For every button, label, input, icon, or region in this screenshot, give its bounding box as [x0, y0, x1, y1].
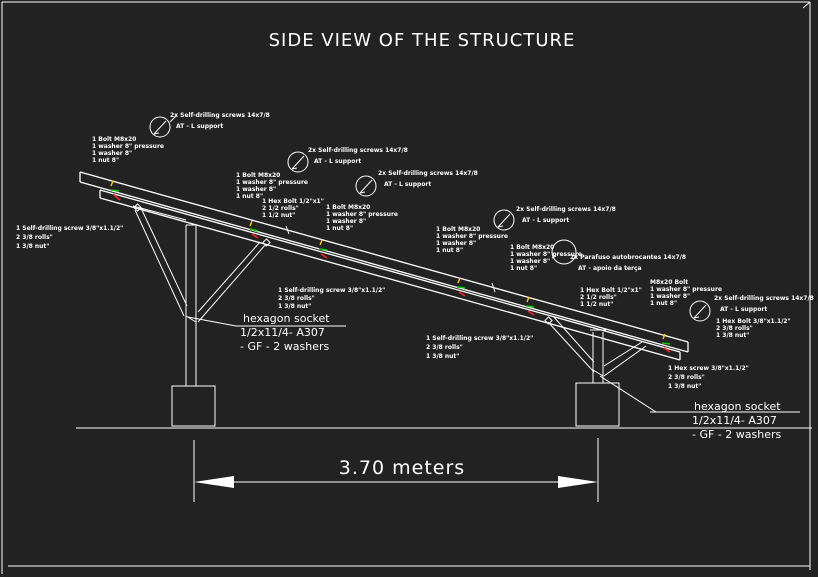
- note-line: 1 Bolt M8x20: [236, 172, 280, 179]
- note-line: 1 nut 8": [650, 300, 677, 307]
- note-line: 1 Bolt M8x20: [92, 136, 136, 143]
- note-line: 1 washer 8": [326, 218, 366, 225]
- callout-c5-line1: 2x Parafuso autobrocantes 14x7/8: [570, 254, 686, 261]
- note-line: 1/2x11/4- A307: [240, 326, 325, 339]
- dimension-line: [193, 438, 599, 502]
- note-line: 1 nut 8": [92, 157, 119, 164]
- note-line: 1 3/8 nut": [426, 353, 459, 360]
- callout-c2-line2: AT - L support: [314, 158, 361, 165]
- bolt-markers: [110, 180, 671, 353]
- note-line: 1 washer 8" pressure: [510, 251, 582, 258]
- callout-c4-line1: 2x Self-drilling screws 14x7/8: [516, 206, 616, 213]
- note-line: 1 1/2 nut": [580, 301, 613, 308]
- callout-c6-line2: AT - L support: [720, 306, 767, 313]
- note-line: M8x20 Bolt: [650, 279, 688, 286]
- note-line: 1 3/8 nut": [716, 332, 749, 339]
- note-line: 2 3/8 rolls": [668, 374, 705, 381]
- note-line: 1 Bolt M8x20: [326, 204, 370, 211]
- note-line: 1 washer 8": [510, 258, 550, 265]
- rails: [79, 171, 689, 361]
- note-line: 1/2x11/4- A307: [692, 414, 777, 427]
- callout-c1-line2: AT - L support: [176, 123, 223, 130]
- callout-c6-line1: 2x Self-drilling screws 14x7/8: [714, 295, 814, 302]
- callout-c3-line1: 2x Self-drilling screws 14x7/8: [378, 170, 478, 177]
- drawing-title: SIDE VIEW OF THE STRUCTURE: [269, 30, 576, 51]
- callout-c4-line2: AT - L support: [522, 217, 569, 224]
- note-line: 1 nut 8": [236, 193, 263, 200]
- front-post: [547, 315, 647, 427]
- screw-callout-c3: 2x Self-drilling screws 14x7/8 AT - L su…: [355, 170, 478, 197]
- screw-callout-c5: 2x Parafuso autobrocantes 14x7/8 AT - ap…: [551, 239, 686, 272]
- note-line: 1 nut 8": [326, 225, 353, 232]
- rear-post: [132, 205, 267, 427]
- note-line: 1 nut 8": [436, 247, 463, 254]
- note-line: - GF - 2 washers: [692, 428, 782, 441]
- note-line: 1 Hex Bolt 1/2"x1": [580, 287, 642, 294]
- screw-callout-c4: 2x Self-drilling screws 14x7/8 AT - L su…: [493, 206, 616, 231]
- note-line: 1 Hex screw 3/8"x1.1/2": [668, 365, 749, 372]
- note-line: 1 Self-drilling screw 3/8"x1.1/2": [16, 225, 123, 232]
- screw-callout-c2: 2x Self-drilling screws 14x7/8 AT - L su…: [287, 147, 408, 173]
- screw-note-s2: 1 Self-drilling screw 3/8"x1.1/2" 2 3/8 …: [278, 287, 385, 310]
- dimension-label: 3.70 meters: [339, 457, 465, 479]
- note-line: 1 3/8 nut": [278, 303, 311, 310]
- callout-c5-line2: AT - apoio da terça: [578, 265, 642, 272]
- callout-c1-line1: 2x Self-drilling screws 14x7/8: [170, 112, 270, 119]
- note-line: 1 washer 8" pressure: [326, 211, 398, 218]
- note-line: 1 Hex Bolt 1/2"x1": [262, 198, 324, 205]
- note-line: 1 3/8 nut": [16, 243, 49, 250]
- screw-note-s5: 1 Hex Bolt 3/8"x1.1/2" 2 3/8 rolls" 1 3/…: [716, 318, 791, 339]
- note-line: 1 3/8 nut": [668, 383, 701, 390]
- screw-note-s1: 1 Self-drilling screw 3/8"x1.1/2" 2 3/8 …: [16, 225, 123, 250]
- bolt-note-b6: 1 Bolt M8x20 1 washer 8" pressure 1 wash…: [510, 244, 582, 272]
- callout-c2-line1: 2x Self-drilling screws 14x7/8: [308, 147, 408, 154]
- screw-note-s4: 1 Hex screw 3/8"x1.1/2" 2 3/8 rolls" 1 3…: [668, 365, 749, 390]
- note-line: 1 washer 8" pressure: [92, 143, 164, 150]
- anchor-note-a1: hexagon socket 1/2x11/4- A307 - GF - 2 w…: [187, 312, 346, 353]
- note-line: 1 Self-drilling screw 3/8"x1.1/2": [278, 287, 385, 294]
- note-line: - GF - 2 washers: [240, 340, 330, 353]
- bolt-note-b7: 1 Hex Bolt 1/2"x1" 2 1/2 rolls" 1 1/2 nu…: [580, 287, 642, 308]
- note-line: hexagon socket: [694, 400, 781, 413]
- note-line: 1 Hex Bolt 3/8"x1.1/2": [716, 318, 791, 325]
- note-line: 1 Self-drilling screw 3/8"x1.1/2": [426, 335, 533, 342]
- note-line: 1 washer 8" pressure: [236, 179, 308, 186]
- screw-callout-c1: 2x Self-drilling screws 14x7/8 AT - L su…: [149, 112, 270, 138]
- note-line: 2 3/8 rolls": [426, 344, 463, 351]
- callout-c3-line2: AT - L support: [384, 181, 431, 188]
- note-line: hexagon socket: [243, 312, 330, 325]
- bolt-note-b3: 1 Hex Bolt 1/2"x1" 2 1/2 rolls" 1 1/2 nu…: [262, 198, 324, 219]
- bolt-note-b8: M8x20 Bolt 1 washer 8" pressure 1 washer…: [650, 279, 722, 307]
- bolt-note-b5: 1 Bolt M8x20 1 washer 8" pressure 1 wash…: [436, 226, 508, 254]
- anchor-note-a2: hexagon socket 1/2x11/4- A307 - GF - 2 w…: [599, 375, 800, 441]
- bolt-note-b1: 1 Bolt M8x20 1 washer 8" pressure 1 wash…: [92, 136, 164, 164]
- note-line: 1 nut 8": [510, 265, 537, 272]
- note-line: 1 washer 8": [650, 293, 690, 300]
- bolt-note-b2: 1 Bolt M8x20 1 washer 8" pressure 1 wash…: [236, 172, 308, 200]
- note-line: 1 Bolt M8x20: [436, 226, 480, 233]
- note-line: 1 washer 8": [236, 186, 276, 193]
- screw-note-s3: 1 Self-drilling screw 3/8"x1.1/2" 2 3/8 …: [426, 335, 533, 360]
- note-line: 2 3/8 rolls": [278, 295, 315, 302]
- note-line: 1 washer 8" pressure: [650, 286, 722, 293]
- screw-callout-c6: 2x Self-drilling screws 14x7/8 AT - L su…: [689, 295, 814, 322]
- note-line: 2 3/8 rolls": [16, 234, 53, 241]
- bolt-note-b4: 1 Bolt M8x20 1 washer 8" pressure 1 wash…: [326, 204, 398, 232]
- note-line: 1 washer 8": [92, 150, 132, 157]
- note-line: 1 1/2 nut": [262, 212, 295, 219]
- note-line: 2 1/2 rolls": [262, 205, 299, 212]
- note-line: 1 washer 8" pressure: [436, 233, 508, 240]
- note-line: 1 Bolt M8x20: [510, 244, 554, 251]
- note-line: 2 1/2 rolls": [580, 294, 617, 301]
- note-line: 2 3/8 rolls": [716, 325, 753, 332]
- note-line: 1 washer 8": [436, 240, 476, 247]
